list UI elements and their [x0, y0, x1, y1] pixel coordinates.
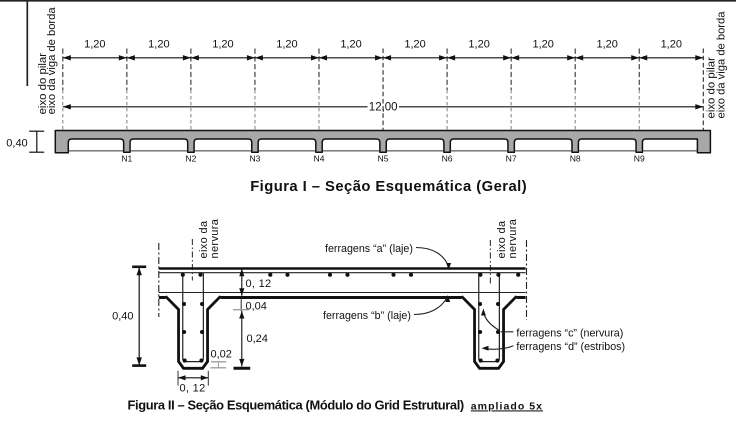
svg-text:0,40: 0,40	[112, 311, 133, 323]
svg-text:0,04: 0,04	[246, 301, 267, 313]
svg-text:ferragens “a” (laje): ferragens “a” (laje)	[325, 243, 413, 255]
svg-text:nervura: nervura	[507, 218, 519, 258]
svg-text:1,20: 1,20	[532, 39, 553, 51]
svg-text:ferragens “b” (laje): ferragens “b” (laje)	[323, 310, 411, 322]
svg-text:eixo da viga de borda: eixo da viga de borda	[715, 11, 727, 119]
svg-text:0,40: 0,40	[6, 137, 27, 149]
svg-text:ferragens “d” (estribos): ferragens “d” (estribos)	[516, 341, 625, 353]
svg-text:0,02: 0,02	[211, 349, 232, 361]
svg-text:0,24: 0,24	[247, 333, 268, 345]
svg-text:1,20: 1,20	[597, 39, 618, 51]
svg-text:0, 12: 0, 12	[180, 383, 206, 395]
svg-text:1,20: 1,20	[84, 39, 105, 51]
svg-text:1,20: 1,20	[148, 39, 169, 51]
svg-text:0, 12: 0, 12	[246, 278, 272, 290]
svg-text:1,20: 1,20	[212, 39, 233, 51]
svg-text:12,00: 12,00	[369, 101, 398, 113]
svg-text:N9: N9	[634, 154, 645, 164]
svg-text:N6: N6	[442, 154, 453, 164]
svg-text:eixo da viga de borda: eixo da viga de borda	[46, 7, 58, 115]
svg-text:N1: N1	[121, 154, 132, 164]
svg-text:1,20: 1,20	[276, 39, 297, 51]
svg-text:ferragens “c” (nervura): ferragens “c” (nervura)	[516, 328, 623, 340]
svg-text:N5: N5	[378, 154, 389, 164]
svg-text:ampliado 5x: ampliado 5x	[471, 400, 543, 412]
svg-text:eixo da: eixo da	[198, 220, 210, 258]
svg-text:Figura I – Seção Esquemática (: Figura I – Seção Esquemática (Geral)	[250, 179, 527, 195]
svg-text:N2: N2	[185, 154, 196, 164]
svg-text:eixo do pilar: eixo do pilar	[37, 53, 49, 115]
svg-text:N7: N7	[506, 154, 517, 164]
svg-text:1,20: 1,20	[468, 39, 489, 51]
svg-text:Figura II – Seção Esquemática: Figura II – Seção Esquemática (Módulo do…	[128, 397, 464, 412]
svg-text:eixo do pilar: eixo do pilar	[706, 57, 718, 119]
svg-text:1,20: 1,20	[661, 39, 682, 51]
svg-text:N8: N8	[570, 154, 581, 164]
svg-text:eixo da: eixo da	[496, 220, 508, 258]
svg-text:nervura: nervura	[209, 218, 221, 258]
svg-text:1,20: 1,20	[404, 39, 425, 51]
svg-text:N3: N3	[249, 154, 260, 164]
svg-text:1,20: 1,20	[340, 39, 361, 51]
svg-text:N4: N4	[314, 154, 325, 164]
